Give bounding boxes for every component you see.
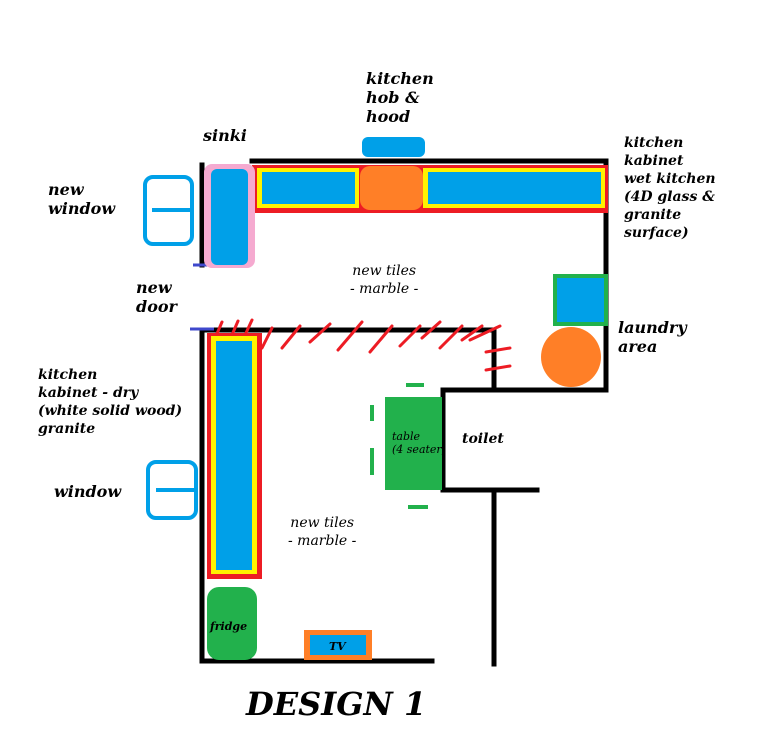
tiles-label-line: - marble - <box>288 533 357 549</box>
tiles-label-line: new tiles <box>290 515 355 531</box>
dry-kitchen-label-line: kitchen <box>38 367 98 383</box>
tiles-top-label: new tiles - marble - <box>350 262 418 298</box>
laundry-label-line: area <box>618 337 658 356</box>
dry-kitchen-cabinet <box>207 333 262 579</box>
new-window-label: new window <box>48 180 115 218</box>
door-hatch <box>214 318 512 372</box>
dry-kitchen-label: kitchen kabinet - dry (white solid wood)… <box>38 366 182 438</box>
laundry-dryer <box>541 327 601 387</box>
hob-label-line: hood <box>366 107 411 126</box>
table-label: table (4 seater) <box>392 430 446 456</box>
window-label: window <box>54 482 122 501</box>
sinki-label: sinki <box>203 126 247 145</box>
hob <box>360 166 423 210</box>
dry-kitchen-label-line: (white solid wood) <box>38 403 183 419</box>
sink <box>204 164 255 268</box>
fridge-label: fridge <box>210 620 248 633</box>
new-window-label-line: new <box>48 180 84 199</box>
dining-table <box>370 383 442 509</box>
hood <box>362 137 425 157</box>
wet-kitchen-label-line: (4D glass & <box>624 189 715 205</box>
window-icon <box>146 460 198 520</box>
table-label-line: table <box>392 430 421 443</box>
tiles-bottom-label: new tiles - marble - <box>288 514 356 550</box>
laundry-label: laundry area <box>618 318 687 356</box>
laundry-label-line: laundry <box>618 318 687 337</box>
wet-kitchen-label-line: granite <box>624 207 682 223</box>
wet-kitchen-label-line: wet kitchen <box>624 171 716 187</box>
wet-kitchen-label-line: kitchen <box>624 135 684 151</box>
dry-kitchen-label-line: kabinet - dry <box>38 385 139 401</box>
new-door-label: new door <box>136 278 177 316</box>
hob-label-line: kitchen <box>366 69 434 88</box>
new-window-icon <box>143 175 194 246</box>
hob-label-line: hob & <box>366 88 420 107</box>
wet-kitchen-cabinet <box>252 165 608 213</box>
fridge <box>207 587 257 660</box>
tv-label: TV <box>329 640 346 653</box>
wet-kitchen-label: kitchen kabinet wet kitchen (4D glass & … <box>624 134 716 242</box>
toilet-label: toilet <box>462 431 504 447</box>
dry-kitchen-label-line: granite <box>38 421 96 437</box>
table-label-line: (4 seater) <box>392 443 446 456</box>
laundry-washer <box>553 274 608 326</box>
tv <box>304 630 372 660</box>
new-door-label-line: door <box>136 297 177 316</box>
tiles-label-line: - marble - <box>350 281 419 297</box>
design-title: DESIGN 1 <box>246 685 427 723</box>
hob-label: kitchen hob & hood <box>366 69 434 126</box>
wet-kitchen-label-line: kabinet <box>624 153 684 169</box>
new-door-label-line: new <box>136 278 172 297</box>
new-window-label-line: window <box>48 199 116 218</box>
tiles-label-line: new tiles <box>352 263 417 279</box>
wet-kitchen-label-line: surface) <box>624 225 689 241</box>
